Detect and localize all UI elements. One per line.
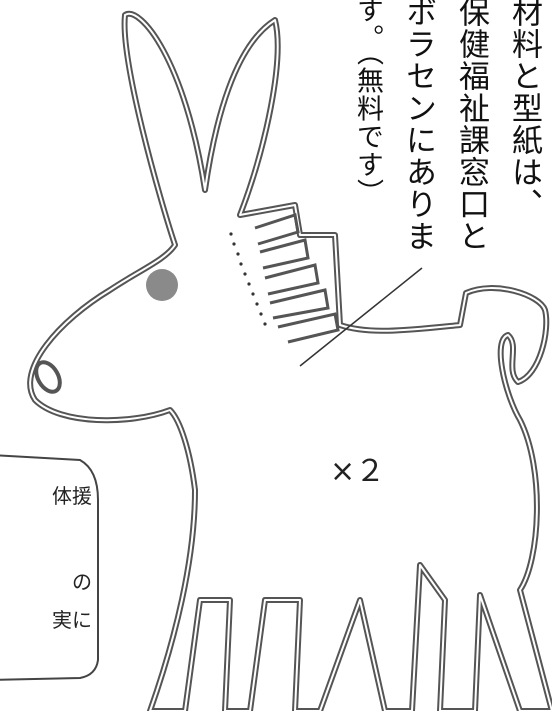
pointer-line [299, 267, 423, 367]
note-line-2: 保健福祉課窓口と [453, 0, 489, 252]
fold-line [229, 232, 267, 326]
quantity-multiplier: ×２ [330, 454, 386, 489]
donkey-nostril [34, 360, 62, 394]
bubble-line-1: 体援 [52, 484, 92, 508]
bubble-line-2: の [72, 570, 92, 594]
speech-bubble [0, 454, 99, 681]
bubble-line-3: 実に [52, 608, 92, 632]
donkey-eye [146, 269, 178, 301]
mane-tabs [254, 213, 340, 344]
note-line-1: 材料と型紙は、 [506, 0, 542, 220]
note-line-3: ボラセンにありま [400, 0, 436, 252]
note-line-4: す。（無料です） [352, 0, 383, 207]
